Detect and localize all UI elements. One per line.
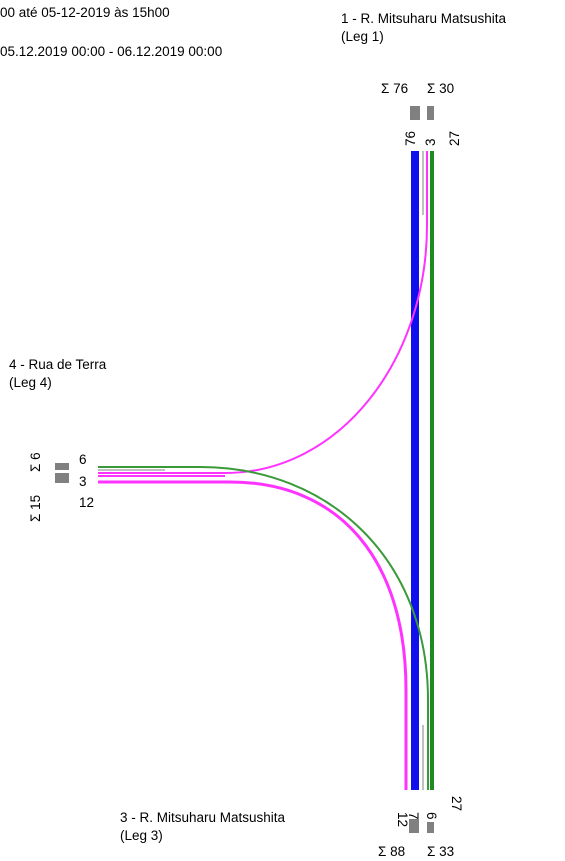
leg1-out-bar	[427, 106, 434, 120]
leg1-count-c: 27	[447, 131, 462, 146]
leg1-count-b: 3	[423, 138, 438, 146]
date-range-label: 05.12.2019 00:00 - 06.12.2019 00:00	[0, 44, 223, 59]
leg3-sum-in: Σ 88	[378, 844, 405, 859]
leg4-count-b: 3	[79, 474, 87, 489]
leg4-count-a: 6	[79, 452, 87, 467]
leg3-count-a: 12	[395, 812, 410, 827]
leg3-count-c: 6	[424, 812, 439, 820]
leg4-sum-out: Σ 15	[28, 495, 43, 522]
flow-leg3-leg4	[98, 466, 429, 790]
leg4-out-bar	[55, 473, 69, 483]
flow-leg1-leg4	[98, 151, 428, 474]
leg1-in-bar	[410, 106, 420, 120]
leg4-name: 4 - Rua de Terra	[9, 357, 107, 372]
leg3-name: 3 - R. Mitsuharu Matsushita	[120, 810, 286, 825]
leg3-out-bar	[427, 822, 434, 833]
leg3-count-d: 27	[449, 796, 464, 811]
period-label: 00 até 05-12-2019 às 15h00	[0, 5, 170, 20]
flow-leg4-leg3	[98, 480, 408, 790]
leg4-sub: (Leg 4)	[9, 375, 52, 390]
leg4-in-bar	[55, 463, 69, 470]
leg3-sum-out: Σ 33	[427, 844, 454, 859]
leg1-name: 1 - R. Mitsuharu Matsushita	[341, 11, 507, 26]
leg1-count-a: 76	[403, 131, 418, 146]
leg1-sub: (Leg 1)	[341, 29, 384, 44]
leg1-sum-in: Σ 76	[381, 81, 408, 96]
leg4-count-c: 12	[79, 495, 94, 510]
leg3-in-bar	[409, 819, 419, 833]
leg1-sum-out: Σ 30	[427, 81, 454, 96]
leg3-sub: (Leg 3)	[120, 828, 163, 843]
leg4-sum-in: Σ 6	[28, 452, 43, 472]
